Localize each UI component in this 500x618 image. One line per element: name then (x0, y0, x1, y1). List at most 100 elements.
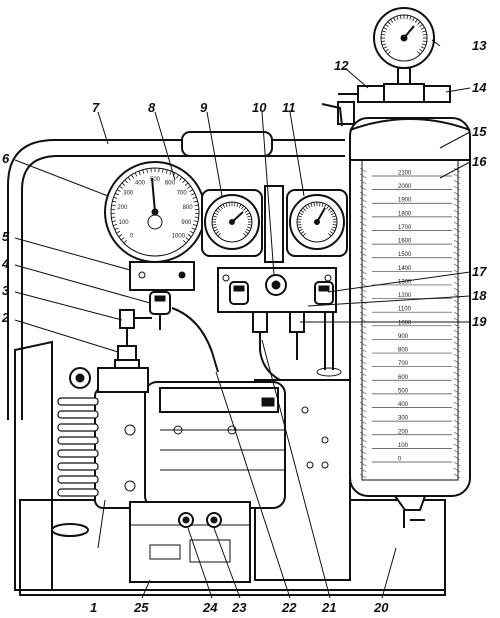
gauge-large-tick (194, 216, 199, 218)
gauge-large-tick (193, 220, 199, 222)
cylinder-shade (359, 293, 367, 299)
cylinder-shade (359, 281, 367, 287)
callout-16: 16 (472, 154, 487, 169)
cylinder-scale-label: 1300 (398, 279, 412, 285)
gauge-large-tick (183, 240, 187, 244)
gauge-top (373, 7, 435, 85)
cylinder-shade (359, 431, 367, 437)
cylinder-shade (359, 377, 367, 383)
hose-22 (171, 307, 219, 373)
gauge-large-label: 100 (119, 220, 130, 226)
gauge-large-label: 600 (165, 181, 176, 187)
gauge-large-tick (189, 189, 194, 192)
gauge-large-label: 800 (183, 205, 194, 211)
gauge-large-tick (131, 174, 134, 179)
gauge-large-tick (191, 227, 196, 230)
cylinder-shade (359, 185, 367, 191)
gauge-11-tick (304, 205, 308, 210)
gauge-top-tick (383, 46, 388, 49)
gauge-11-tick (297, 226, 302, 229)
cylinder-shade (359, 173, 367, 179)
gauge-large-tick (127, 176, 131, 181)
cylinder-scale-label: 200 (398, 429, 409, 435)
tee-fitting (383, 83, 425, 103)
gauge-9-tick (225, 202, 228, 207)
cylinder-shade (359, 203, 367, 209)
cylinder-shade (453, 323, 461, 329)
callout-11: 11 (282, 100, 296, 115)
gauge-large-tick (193, 200, 198, 203)
cylinder-shade (359, 383, 367, 389)
gauge-large-tick (121, 182, 126, 186)
cylinder-scale-label: 500 (398, 388, 409, 394)
pump-fin (57, 436, 99, 445)
gauge-large-label: 1000 (172, 233, 186, 239)
switch-23 (206, 512, 222, 528)
callout-3: 3 (2, 283, 10, 298)
cylinder-shade (453, 419, 461, 425)
cylinder-shade (453, 311, 461, 317)
gauge-top-tick (381, 34, 386, 36)
gauge-large-tick (138, 170, 141, 175)
cylinder-shade (453, 251, 461, 257)
gauge-large-tick (191, 192, 195, 196)
gauge-11-tick (332, 226, 337, 229)
cylinder-scale-label: 1100 (398, 307, 412, 313)
gauge-top-tick (421, 30, 426, 33)
gauge-9 (201, 189, 263, 257)
cylinder-shade (359, 371, 367, 377)
pump-head (69, 367, 149, 393)
gauge-top-tick (419, 48, 423, 52)
cylinder-shade (359, 251, 367, 257)
pump-fin (57, 449, 99, 458)
gauge-9-tick (219, 205, 223, 210)
cylinder-shade (359, 299, 367, 305)
callout-20: 20 (373, 600, 389, 615)
cylinder-scale-label: 600 (398, 375, 409, 381)
gauge-9-tick (212, 226, 217, 229)
cylinder-shade (453, 407, 461, 413)
gauge-large-tick (142, 169, 145, 174)
gauge-11-tick (329, 231, 334, 235)
gauge-9-tick (234, 202, 236, 207)
cylinder-scale-label: 400 (398, 402, 409, 408)
cylinder-shade (453, 401, 461, 407)
cylinder-shade (453, 455, 461, 461)
cylinder-shade (453, 335, 461, 341)
cylinder-shade (453, 371, 461, 377)
gauge-11-tick (329, 209, 334, 213)
gauge-large-label: 0 (130, 233, 134, 239)
gauge-top-tick (385, 24, 389, 28)
gauge-11-tick (331, 212, 336, 216)
cylinder-shade (453, 257, 461, 263)
callout-13: 13 (472, 38, 487, 53)
pump-fin (57, 423, 99, 432)
gauge-top-tick (400, 15, 402, 20)
cylinder-shade (453, 215, 461, 221)
cylinder-shade (453, 299, 461, 305)
gauge-11-tick (332, 218, 337, 220)
callout-22: 22 (281, 600, 297, 615)
cylinder-scale-label: 1400 (398, 266, 412, 272)
gauge-11-tick (297, 224, 302, 226)
cylinder-shade (453, 221, 461, 227)
gauge-large-tick (134, 172, 138, 177)
gauge-top-tick (419, 24, 423, 28)
pump-fin (57, 488, 99, 497)
cylinder-shade (453, 389, 461, 395)
cylinder-shade (359, 419, 367, 425)
gauge-9-tick (215, 209, 220, 213)
gauge-large-tick (114, 227, 119, 230)
pump-fin (57, 410, 99, 419)
callout-7: 7 (92, 100, 100, 115)
cylinder-shade (453, 377, 461, 383)
gauge-large-tick (115, 192, 119, 196)
gauge-11-tick (323, 203, 327, 208)
gauge-large-tick (113, 196, 118, 199)
gauge-large-tick (192, 223, 197, 226)
gauge-top-tick (381, 40, 386, 42)
frame-clamp (181, 131, 273, 157)
cylinder-shade (359, 209, 367, 215)
